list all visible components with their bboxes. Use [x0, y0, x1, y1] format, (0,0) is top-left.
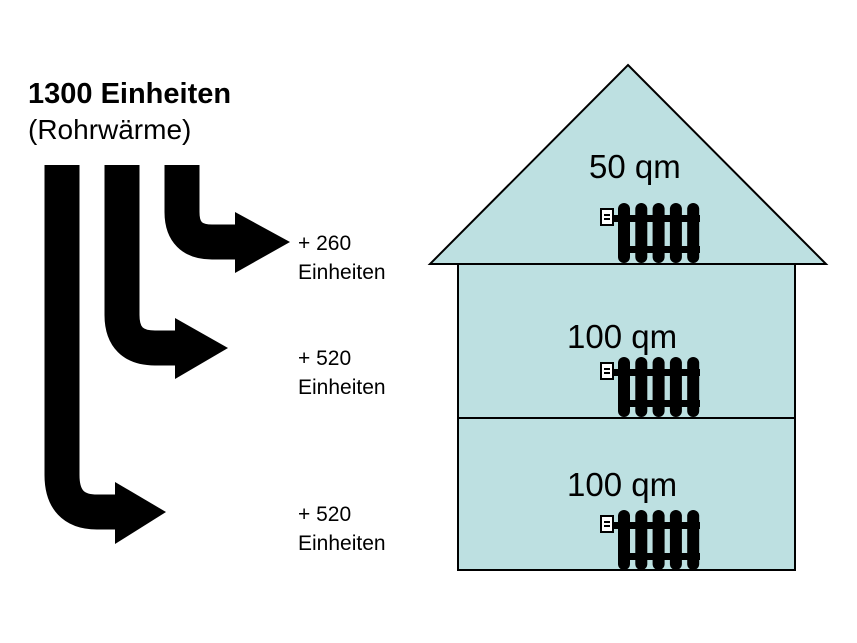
radiator-column [652, 357, 665, 417]
arrow-ground-floor [44, 165, 118, 530]
area-upper-floor: 100 qm [567, 318, 678, 355]
area-attic: 50 qm [589, 148, 681, 185]
valve-mark [604, 214, 610, 216]
radiator-icon [600, 357, 700, 417]
arrowhead-upper-floor [175, 318, 228, 379]
source-subtitle: (Rohrwärme) [28, 114, 192, 145]
radiator-column [635, 203, 648, 263]
radiator-icon [600, 203, 700, 263]
gain-unit: Einheiten [298, 532, 386, 555]
radiator-column [669, 357, 682, 417]
arrow-upper-floor [104, 165, 178, 366]
arrow-attic [164, 165, 238, 260]
arrowhead-ground-floor [115, 482, 166, 544]
radiator-column [652, 510, 665, 570]
valve-mark [604, 368, 610, 370]
valve-mark [604, 525, 610, 527]
gain-upper-floor: + 520 Einheiten [298, 344, 386, 402]
radiator-valve [600, 515, 614, 533]
radiator-column [635, 357, 648, 417]
valve-mark [604, 372, 610, 374]
radiator-column [687, 510, 700, 570]
source-title: 1300 Einheiten [28, 78, 232, 110]
gain-amount: + 260 [298, 232, 352, 255]
arrows [44, 165, 238, 530]
radiator-column [687, 203, 700, 263]
valve-mark [604, 521, 610, 523]
radiator-column [669, 203, 682, 263]
radiator-column [618, 510, 630, 570]
radiator-valve [600, 208, 614, 226]
radiator-column [635, 510, 648, 570]
radiator-valve [600, 362, 614, 380]
gain-attic: + 260 Einheiten [298, 229, 386, 287]
radiator-column [618, 203, 630, 263]
area-ground-floor: 100 qm [567, 466, 678, 503]
gain-amount: + 520 [298, 503, 352, 526]
arrowhead-attic [235, 212, 290, 273]
radiator-column [652, 203, 665, 263]
radiator-column [669, 510, 682, 570]
radiator-icon [600, 510, 700, 570]
valve-mark [604, 218, 610, 220]
gain-amount: + 520 [298, 347, 352, 370]
gain-unit: Einheiten [298, 261, 386, 284]
gain-ground-floor: + 520 Einheiten [298, 500, 386, 558]
house [427, 63, 829, 571]
radiator-column [687, 357, 700, 417]
radiator-column [618, 357, 630, 417]
gain-unit: Einheiten [298, 376, 386, 399]
